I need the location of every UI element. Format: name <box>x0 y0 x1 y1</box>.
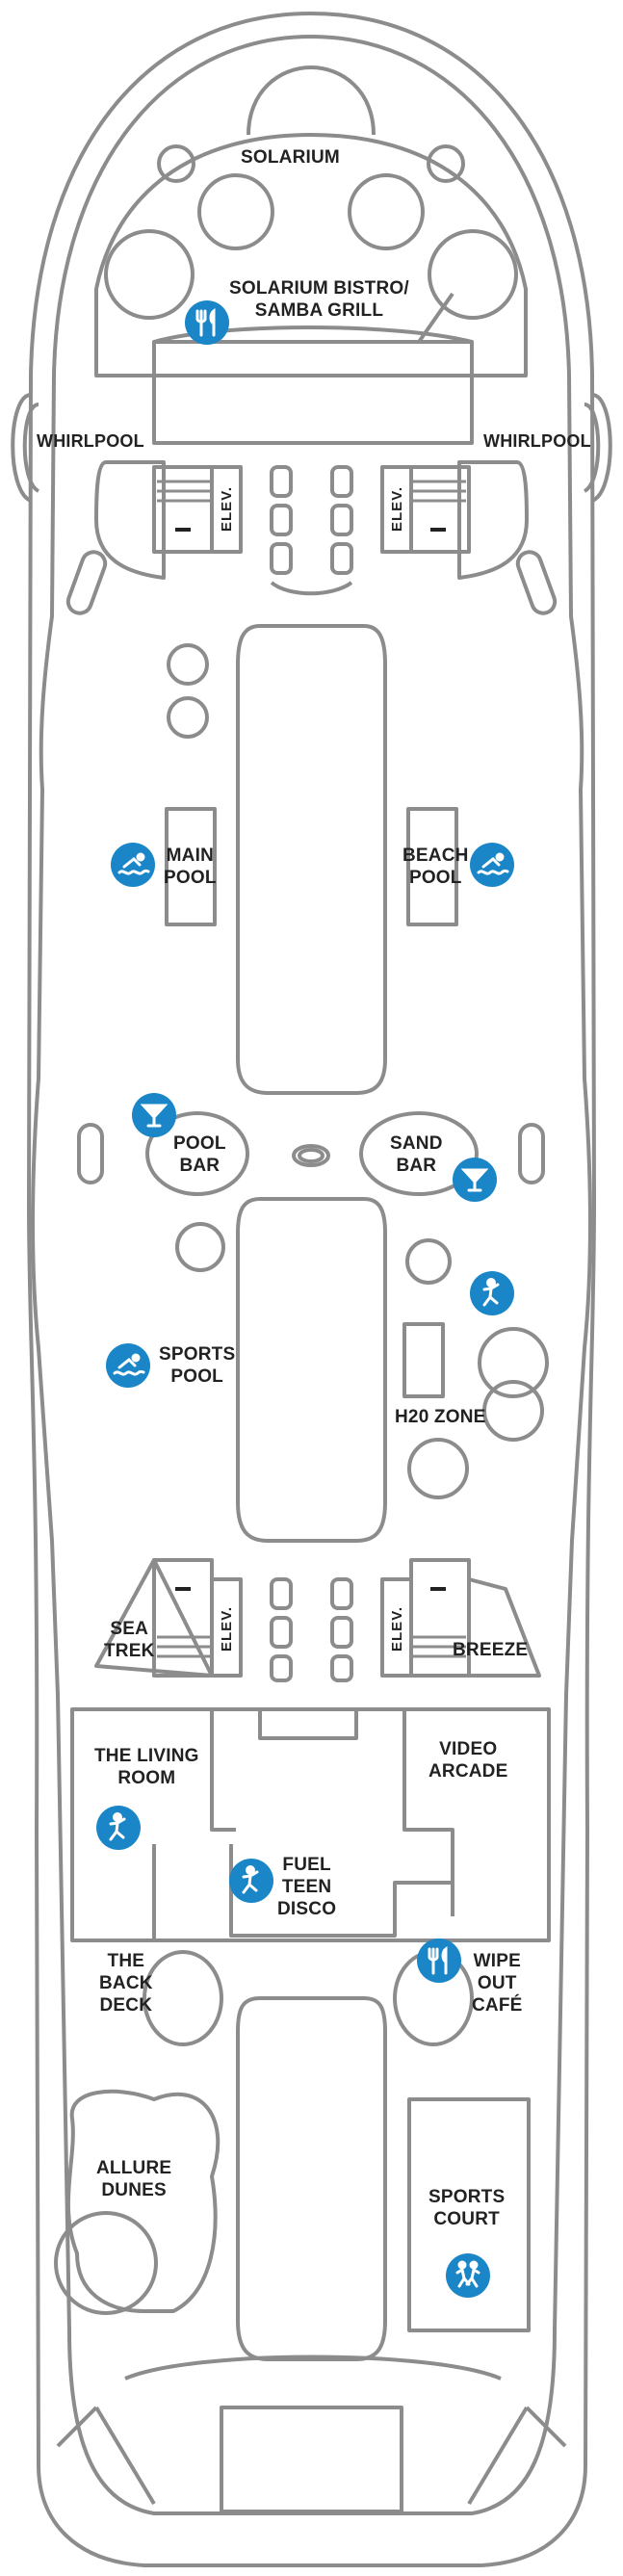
back-deck-line-1: THE <box>107 1951 145 1971</box>
kids-activity-icon <box>470 1271 514 1315</box>
dining-icon <box>185 300 229 345</box>
h2o-zone-label: H20 ZONE <box>395 1407 486 1427</box>
sports-pool-line-1: SPORTS <box>159 1344 236 1365</box>
whirlpool-left-label: WHIRLPOOL <box>37 431 144 451</box>
sand-bar-line-1: SAND <box>390 1133 443 1154</box>
fuel-label: FUEL TEEN DISCO <box>277 1854 336 1920</box>
cocktail-icon <box>132 1093 176 1137</box>
fuel-line-1: FUEL <box>282 1855 331 1875</box>
lower-basin <box>236 1996 387 2361</box>
elevator-label: ELEV. <box>388 1606 405 1652</box>
hull-outline <box>27 12 596 2567</box>
fuel-line-2: TEEN <box>281 1877 332 1897</box>
solarium-bistro-line-2: SAMBA GRILL <box>254 300 384 321</box>
sports-court-label: SPORTS COURT <box>428 2186 505 2230</box>
living-room-line-2: ROOM <box>117 1768 176 1788</box>
pool-bar-line-1: POOL <box>173 1133 226 1154</box>
sand-bar-label: SAND BAR <box>390 1132 443 1177</box>
whirlpool-right-label: WHIRLPOOL <box>483 431 591 451</box>
sea-trek-line-1: SEA <box>110 1619 149 1639</box>
back-deck-label: THE BACK DECK <box>99 1950 153 2017</box>
solarium-label: SOLARIUM <box>241 147 340 168</box>
video-arcade-line-1: VIDEO <box>439 1739 498 1759</box>
living-room-line-1: THE LIVING <box>94 1746 199 1766</box>
wipe-out-line-1: WIPE <box>473 1951 521 1971</box>
back-deck-line-2: BACK <box>99 1973 153 1993</box>
main-pool-line-1: MAIN <box>166 846 214 866</box>
sports-pool-basin <box>236 1197 387 1543</box>
sports-icon <box>446 2253 490 2298</box>
pool-icon <box>111 843 155 887</box>
wipe-out-line-3: CAFÉ <box>472 1995 523 2016</box>
solarium-bistro-line-1: SOLARIUM BISTRO/ <box>229 278 409 299</box>
allure-dunes-line-2: DUNES <box>101 2180 167 2200</box>
dining-icon <box>417 1939 461 1983</box>
pool-bar-label: POOL BAR <box>173 1132 226 1177</box>
solarium-bistro-label: SOLARIUM BISTRO/ SAMBA GRILL <box>229 277 409 322</box>
allure-dunes-label: ALLURE DUNES <box>96 2157 171 2201</box>
cocktail-icon <box>453 1158 497 1202</box>
pool-bar-line-2: BAR <box>179 1156 221 1176</box>
video-arcade-label: VIDEO ARCADE <box>428 1738 507 1782</box>
pool-icon <box>470 843 514 887</box>
sports-court-line-2: COURT <box>433 2209 500 2229</box>
kids-activity-icon <box>96 1806 141 1850</box>
back-deck-line-3: DECK <box>99 1995 153 2016</box>
video-arcade-line-2: ARCADE <box>428 1761 508 1782</box>
beach-pool-line-1: BEACH <box>402 846 469 866</box>
main-pool-label: MAIN POOL <box>164 845 217 889</box>
elevator-label: ELEV. <box>218 486 235 532</box>
kids-activity-icon <box>229 1859 273 1903</box>
sports-court-line-1: SPORTS <box>428 2187 506 2207</box>
main-pool-line-2: POOL <box>164 868 217 888</box>
fuel-line-3: DISCO <box>277 1899 337 1919</box>
beach-pool-line-2: POOL <box>408 868 462 888</box>
main-pool-basin <box>236 624 387 1095</box>
sand-bar-line-2: BAR <box>396 1156 437 1176</box>
beach-pool-label: BEACH POOL <box>402 845 469 889</box>
breeze-label: BREEZE <box>453 1640 529 1660</box>
elevator-label: ELEV. <box>218 1606 235 1652</box>
sea-trek-line-2: TREK <box>104 1641 155 1661</box>
solarium-dome <box>94 133 528 377</box>
living-room-label: THE LIVING ROOM <box>94 1745 199 1789</box>
sports-pool-line-2: POOL <box>170 1366 223 1387</box>
sea-trek-label: SEA TREK <box>104 1618 155 1662</box>
sports-pool-label: SPORTS POOL <box>159 1343 235 1388</box>
allure-dunes-line-1: ALLURE <box>96 2158 172 2178</box>
pool-icon <box>106 1343 150 1388</box>
elevator-label: ELEV. <box>388 486 405 532</box>
wipe-out-label: WIPE OUT CAFÉ <box>472 1950 523 2017</box>
wipe-out-line-2: OUT <box>477 1973 517 1993</box>
